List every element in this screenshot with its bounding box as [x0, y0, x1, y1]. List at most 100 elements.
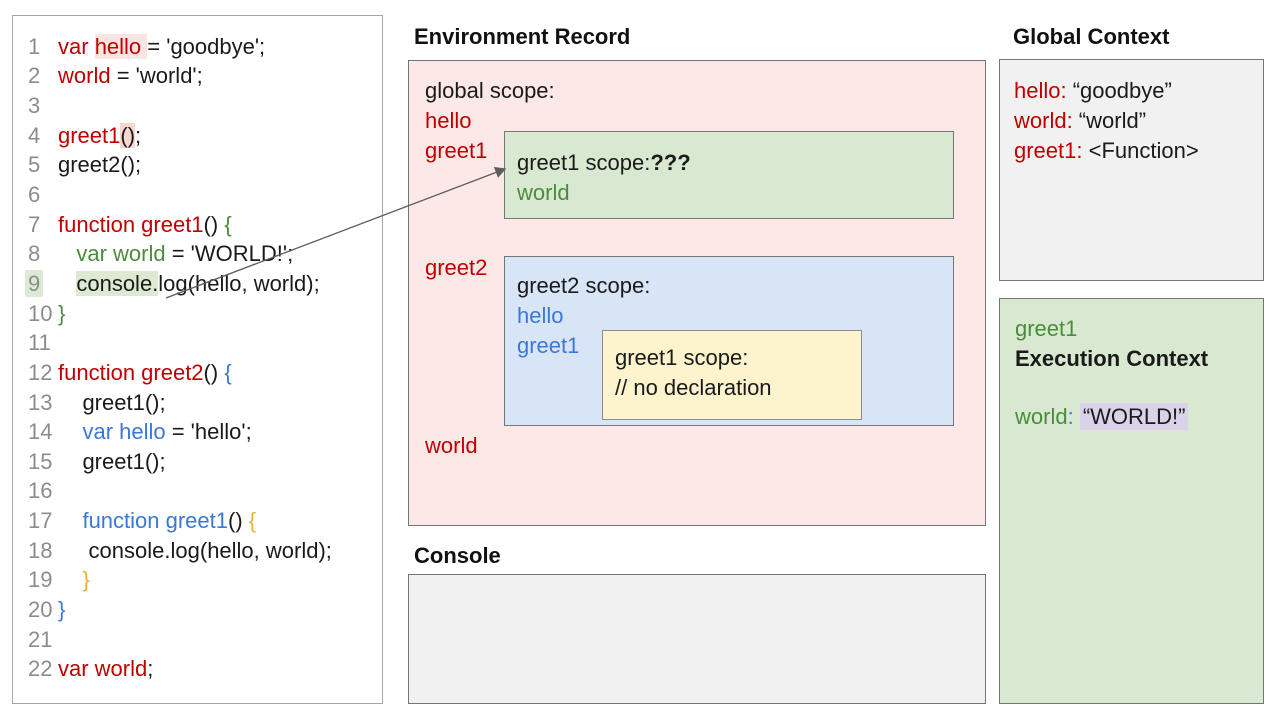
- code-line: 14 var hello = 'hello';: [13, 417, 382, 447]
- execution-context-key: world: [1015, 404, 1068, 429]
- line-number: 1: [13, 34, 58, 60]
- line-number-text: 21: [28, 626, 53, 652]
- environment-record-title: Environment Record: [414, 24, 631, 49]
- code-line: 5 greet2();: [13, 151, 382, 181]
- code-line: 19 }: [13, 566, 382, 596]
- line-number-text: 17: [28, 508, 53, 534]
- code-token: = 'WORLD!';: [165, 241, 294, 267]
- code-token: function greet1: [58, 211, 204, 237]
- line-number: 18: [13, 538, 58, 564]
- code-token: }: [58, 300, 66, 326]
- global-scope-box: global scope: hello greet1 greet1 scope:…: [408, 60, 986, 526]
- code-token: var world: [76, 241, 166, 267]
- context-entry-value: “goodbye”: [1066, 78, 1172, 103]
- line-number: 6: [13, 182, 58, 208]
- code-token: [58, 419, 82, 444]
- code-line: 10}: [13, 299, 382, 329]
- code-text: var world = 'WORLD!';: [58, 241, 293, 267]
- greet1-scope-label-text: greet1 scope:: [517, 150, 651, 175]
- code-token: console.log(hello, world);: [58, 537, 332, 563]
- context-entry: greet1: <Function>: [1014, 136, 1249, 166]
- global-scope-label: global scope:: [425, 78, 555, 103]
- line-number-text: 12: [28, 359, 53, 385]
- code-token: [58, 508, 82, 533]
- code-line: 9 console.log(hello, world);: [13, 269, 382, 299]
- line-number: 15: [13, 449, 58, 475]
- console-output-box: [408, 574, 986, 704]
- code-token: [58, 271, 76, 296]
- line-number: 17: [13, 508, 58, 534]
- code-text: function greet1() {: [58, 508, 256, 534]
- code-text: function greet1() {: [58, 212, 232, 238]
- code-token: greet2();: [58, 152, 142, 178]
- line-number-text: 10: [28, 300, 53, 326]
- greet2-scope-box: greet2 scope: hello greet1 greet1 scope:…: [504, 256, 954, 426]
- code-token: ;: [147, 656, 154, 682]
- context-entry-key: hello:: [1014, 78, 1067, 103]
- code-text: console.log(hello, world);: [58, 538, 332, 564]
- line-number-text: 15: [28, 448, 53, 474]
- code-token: ;: [135, 122, 142, 148]
- greet1-inner-scope-box: greet1 scope: // no declaration: [602, 330, 862, 420]
- code-line: 18 console.log(hello, world);: [13, 536, 382, 566]
- code-text: var hello = 'hello';: [58, 419, 251, 445]
- line-number: 16: [13, 478, 58, 504]
- code-text: world = 'world';: [58, 63, 203, 89]
- code-text: var world;: [58, 656, 153, 682]
- execution-context-colon: :: [1067, 404, 1074, 429]
- line-number-text: 19: [28, 567, 53, 593]
- context-entry: world: “world”: [1014, 106, 1249, 136]
- line-number: 2: [13, 63, 58, 89]
- code-text: }: [58, 567, 89, 593]
- code-text: }: [58, 597, 65, 623]
- execution-context-value: “WORLD!”: [1079, 403, 1189, 430]
- context-entry: hello: “goodbye”: [1014, 76, 1249, 106]
- line-number: 10: [13, 301, 58, 327]
- line-number: 9: [13, 269, 58, 297]
- greet1-inner-scope-label: greet1 scope:: [615, 345, 749, 370]
- code-text: greet1();: [58, 389, 166, 416]
- code-token: = 'goodbye';: [147, 33, 266, 59]
- code-text: greet1();: [58, 122, 142, 149]
- greet2-scope-var-hello: hello: [517, 303, 564, 328]
- line-number: 3: [13, 93, 58, 119]
- line-number-text: 3: [28, 93, 41, 119]
- line-number-text: 7: [28, 211, 41, 237]
- code-token: = 'world';: [110, 63, 203, 89]
- global-var-hello: hello: [425, 108, 472, 133]
- global-context-entries: hello: “goodbye”world: “world”greet1: <F…: [1014, 76, 1249, 166]
- console-title: Console: [414, 543, 501, 568]
- code-token: log(hello, world);: [158, 270, 320, 296]
- code-line: 1 var hello = 'goodbye';: [13, 32, 382, 62]
- context-entry-key: world:: [1014, 108, 1073, 133]
- context-entry-key: greet1:: [1014, 138, 1083, 163]
- code-text: greet1();: [58, 449, 165, 475]
- code-token: greet1();: [58, 389, 166, 415]
- line-number: 22: [13, 656, 58, 682]
- greet2-scope-label: greet2 scope:: [517, 273, 651, 298]
- line-number-text: 1: [28, 33, 41, 59]
- code-token: greet1: [58, 122, 121, 148]
- code-token: }: [58, 596, 66, 622]
- global-var-greet2: greet2: [425, 255, 488, 280]
- code-token: (): [228, 508, 249, 534]
- line-number: 14: [13, 419, 58, 445]
- code-token: (): [203, 211, 225, 237]
- execution-context-fn-name: greet1: [1015, 316, 1078, 341]
- code-line: 20}: [13, 595, 382, 625]
- context-entry-value: <Function>: [1082, 138, 1199, 163]
- context-entry-value: “world”: [1072, 108, 1147, 133]
- code-line: 17 function greet1() {: [13, 506, 382, 536]
- code-token: var: [58, 33, 95, 59]
- code-token: hello: [94, 33, 148, 59]
- greet1-scope-var-world: world: [517, 180, 570, 205]
- line-number-text: 5: [28, 152, 41, 178]
- code-text: var hello = 'goodbye';: [58, 33, 266, 60]
- execution-context-title: Execution Context: [1015, 346, 1209, 371]
- greet2-scope-var-greet1: greet1: [517, 333, 580, 358]
- code-token: {: [224, 211, 232, 237]
- global-var-world: world: [425, 433, 478, 458]
